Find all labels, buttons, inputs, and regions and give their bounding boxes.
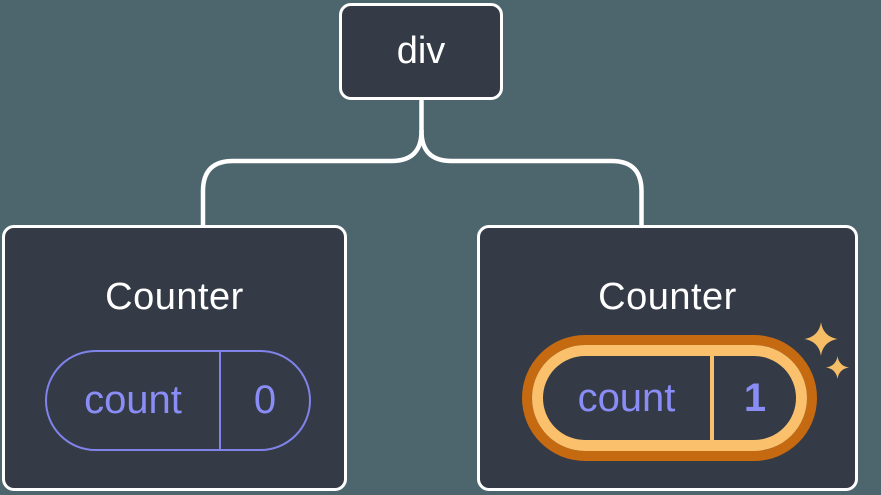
sparkle-large-icon	[804, 322, 838, 356]
state-key: count	[84, 378, 182, 422]
pill-divider	[219, 352, 221, 449]
connector-branch-left	[200, 128, 424, 229]
state-key: count	[577, 375, 676, 420]
counter-node-1: Counter count 1	[477, 225, 858, 491]
root-node-label: div	[396, 30, 446, 72]
state-value: 1	[743, 375, 767, 420]
sparkle-small-icon	[826, 356, 849, 379]
state-value: 0	[253, 378, 277, 422]
state-pill-highlighted: count 1	[532, 345, 807, 451]
state-pill: count 0	[45, 350, 311, 451]
counter-node-0: Counter count 0	[2, 225, 347, 491]
component-title: Counter	[598, 276, 737, 318]
root-node: div	[339, 3, 503, 100]
connector-branch-right	[419, 128, 644, 229]
component-title: Counter	[105, 276, 244, 318]
pill-divider	[710, 356, 714, 440]
